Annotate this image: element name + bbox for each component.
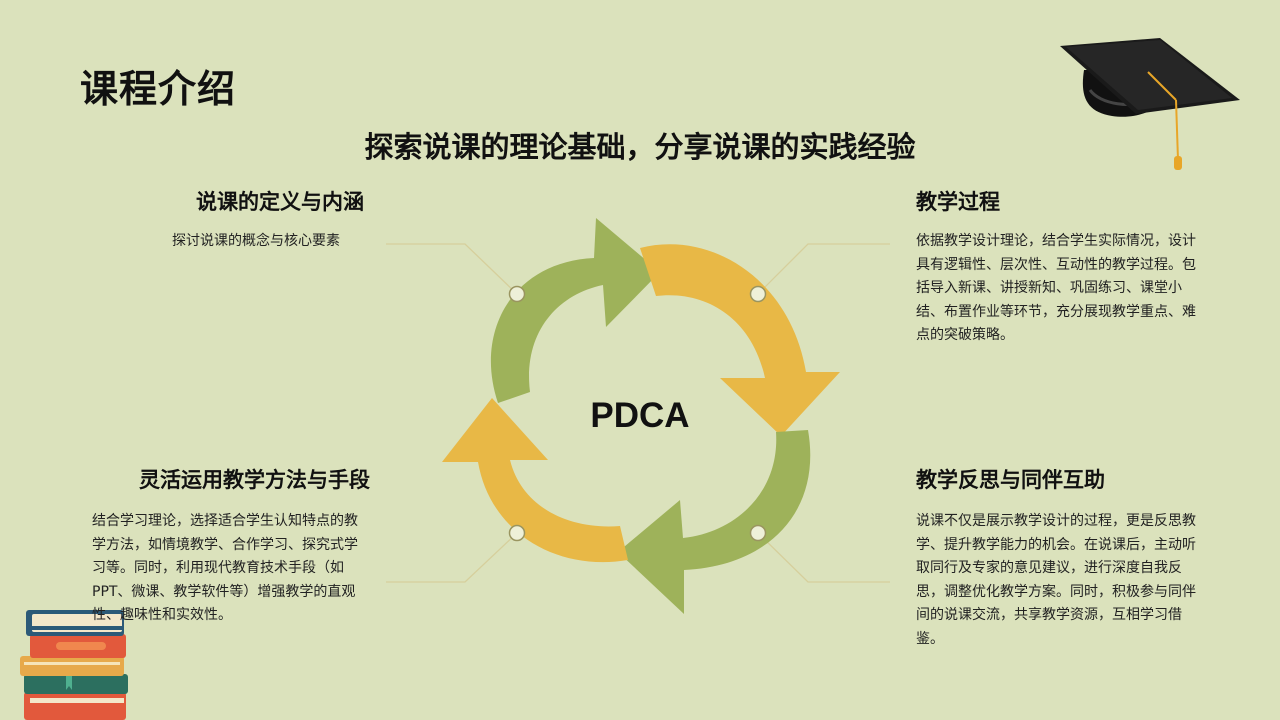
block-text-definition: 探讨说课的概念与核心要素 — [172, 233, 340, 249]
pdca-label: PDCA — [590, 396, 690, 435]
block-title-methods: 灵活运用教学方法与手段 — [139, 468, 370, 492]
graduation-cap-icon — [1060, 38, 1240, 170]
connector-top-right — [757, 243, 890, 295]
page-title: 课程介绍 — [80, 67, 237, 111]
connector-bottom-left — [386, 532, 518, 583]
book-stack-icon — [20, 610, 128, 720]
dot-bottom-right — [749, 524, 767, 542]
block-bottom-left: 灵活运用教学方法与手段 结合学习理论，选择适合学生认知特点的教学方法，如情境教学… — [92, 464, 370, 628]
arrow-bottom-left — [442, 398, 628, 563]
dot-top-left — [508, 285, 526, 303]
block-text-reflection: 说课不仅是展示教学设计的过程，更是反思教学、提升教学能力的机会。在说课后，主动听… — [916, 513, 1196, 647]
connector-lines — [386, 243, 890, 583]
arrow-top-right — [640, 244, 840, 436]
cycle-arrows — [442, 218, 840, 614]
block-text-methods: 结合学习理论，选择适合学生认知特点的教学方法，如情境教学、合作学习、探究式学习等… — [92, 513, 358, 623]
arrow-top-left — [490, 218, 660, 403]
dot-bottom-left — [508, 524, 526, 542]
block-bottom-right: 教学反思与同伴互助 说课不仅是展示教学设计的过程，更是反思教学、提升教学能力的机… — [916, 464, 1198, 651]
page-subtitle: 探索说课的理论基础，分享说课的实践经验 — [364, 130, 916, 164]
block-title-process: 教学过程 — [916, 190, 1000, 214]
connector-dots — [508, 285, 767, 542]
block-title-reflection: 教学反思与同伴互助 — [916, 468, 1105, 492]
arrow-bottom-right — [618, 430, 811, 614]
connector-top-left — [386, 243, 518, 295]
connector-bottom-right — [757, 532, 890, 583]
dot-top-right — [749, 285, 767, 303]
block-top-left: 说课的定义与内涵 探讨说课的概念与核心要素 — [120, 186, 364, 254]
block-text-process: 依据教学设计理论，结合学生实际情况，设计具有逻辑性、层次性、互动性的教学过程。包… — [916, 233, 1196, 343]
block-top-right: 教学过程 依据教学设计理论，结合学生实际情况，设计具有逻辑性、层次性、互动性的教… — [916, 186, 1198, 348]
block-title-definition: 说课的定义与内涵 — [196, 190, 364, 214]
